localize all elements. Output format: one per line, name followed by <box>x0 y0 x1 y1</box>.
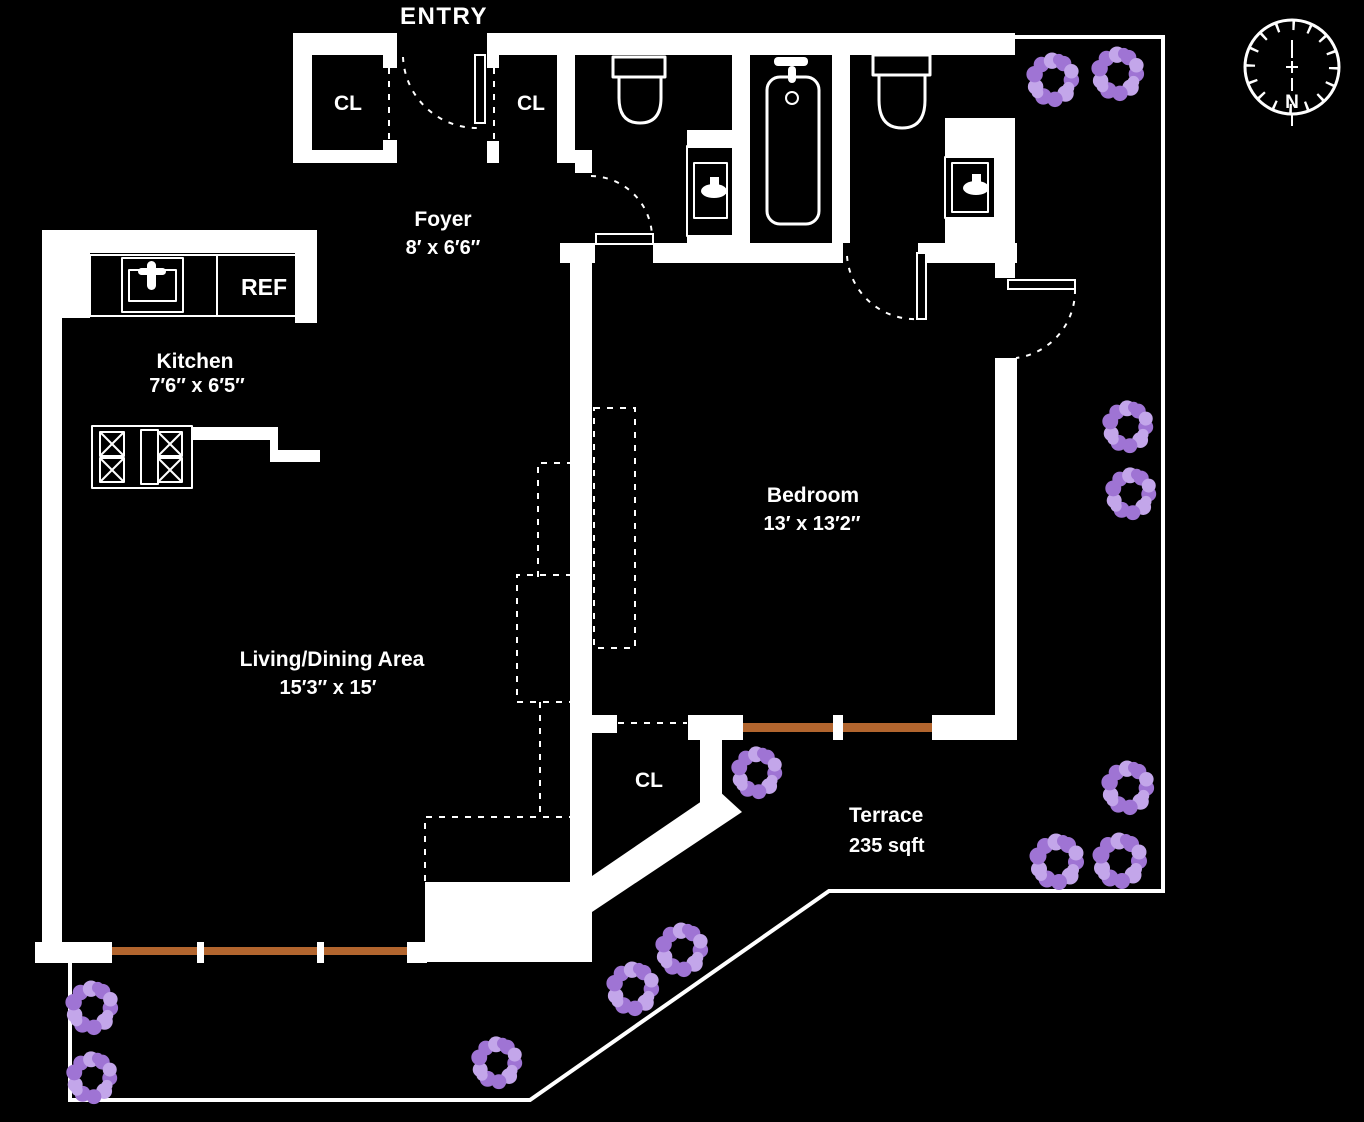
diagonal-wall <box>592 790 742 912</box>
bush-icon <box>1101 760 1155 816</box>
terrace-boundary <box>68 35 1165 1102</box>
kitchen-dims: 7′6″ x 6′5″ <box>149 375 245 397</box>
compass-icon: N <box>1243 18 1341 126</box>
bush-icon <box>1029 833 1084 890</box>
bush-icon <box>655 922 709 978</box>
toilet-icon <box>871 53 932 130</box>
bush-icon <box>1105 467 1157 521</box>
bathtub-icon <box>765 57 821 226</box>
closet-label: CL <box>635 769 663 792</box>
toilet-icon <box>611 55 667 125</box>
refrigerator-label: REF <box>241 274 287 300</box>
bushes <box>65 46 1157 1105</box>
bedroom-dims: 13′ x 13′2″ <box>763 513 860 535</box>
bush-icon <box>1026 52 1080 108</box>
terrace-area: 235 sqft <box>849 835 925 857</box>
bush-icon <box>1102 400 1154 454</box>
bedroom-label: Bedroom <box>767 484 859 507</box>
bedroom-door <box>846 252 927 321</box>
compass-north-label: N <box>1285 92 1299 113</box>
window-sill <box>324 947 407 955</box>
bush-icon <box>1091 46 1145 102</box>
bush-icon <box>66 1051 118 1105</box>
closet-label: CL <box>334 92 362 115</box>
bush-icon <box>606 961 660 1017</box>
entry-label: ENTRY <box>400 3 488 30</box>
kitchen-sink-icon <box>121 257 184 313</box>
terrace-label: Terrace <box>849 804 923 827</box>
dashed-outlines <box>424 407 636 881</box>
bathroom-door <box>590 175 654 245</box>
kitchen-counter <box>89 254 218 317</box>
bush-icon <box>1092 832 1147 889</box>
living-dims: 15′3″ x 15′ <box>279 677 376 699</box>
terrace-door <box>1007 279 1077 359</box>
foyer-dims: 8′ x 6′6″ <box>406 237 481 259</box>
bush-icon <box>471 1036 523 1090</box>
window-sill <box>204 947 317 955</box>
foyer-label: Foyer <box>414 208 471 231</box>
kitchen-label: Kitchen <box>156 350 233 373</box>
bush-icon <box>65 980 119 1036</box>
refrigerator-box <box>216 254 311 317</box>
window-sill <box>112 947 197 955</box>
stove-icon <box>91 425 193 489</box>
room-labels: ENTRY CL CL Foyer 8′ x 6′6″ Kitchen 7′6″… <box>149 3 925 857</box>
entry-door <box>402 54 486 130</box>
walls <box>35 33 1017 963</box>
sink-icon <box>686 145 734 237</box>
sink-icon <box>944 156 996 219</box>
closet-label: CL <box>517 92 545 115</box>
window-sill <box>843 723 932 732</box>
window-sill <box>743 723 833 732</box>
window-sills <box>112 723 932 955</box>
bush-icon <box>731 746 783 800</box>
living-label: Living/Dining Area <box>240 648 425 671</box>
closet-door-lines <box>388 68 687 724</box>
